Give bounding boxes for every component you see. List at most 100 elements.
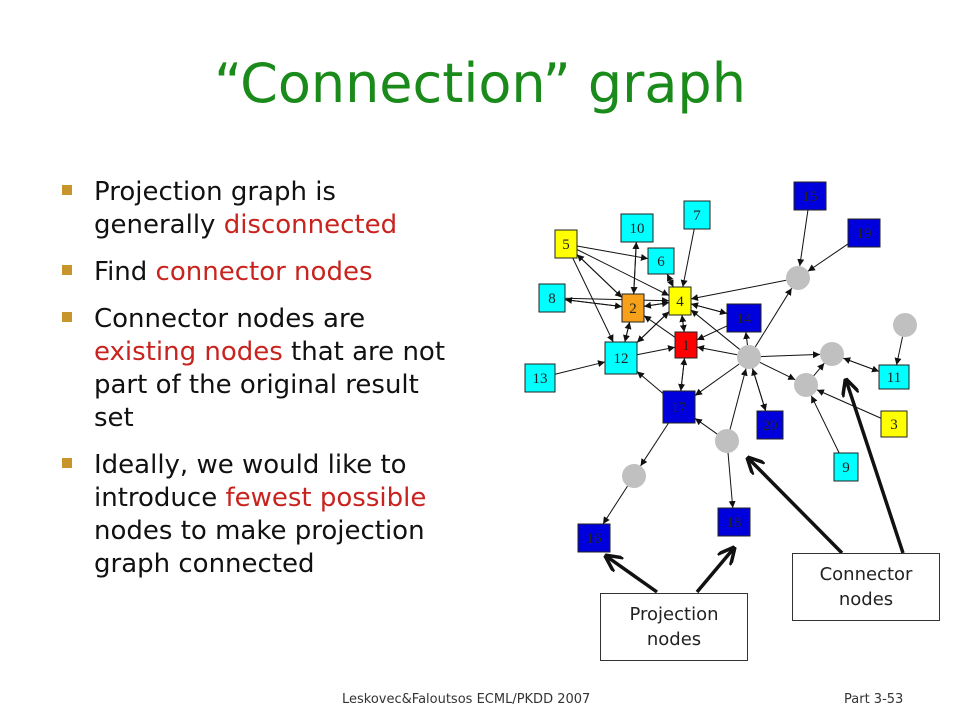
node-box [833,452,859,482]
node-label: 5 [562,237,570,253]
pointer-arrow [606,556,659,594]
projection-node-4: 4 [668,286,692,316]
graph-edge [813,362,825,377]
node-box [620,213,654,243]
projection-node-7: 7 [683,200,711,230]
node-label: 3 [890,417,898,433]
bullet-square-icon [62,312,72,322]
projection-node-2: 2 [621,293,645,323]
bullet-text: Ideally, we would like to introduce [94,450,407,513]
bullet-square-icon [62,265,72,275]
graph-edge [797,209,809,267]
node-label: 4 [676,294,684,310]
projection-node-16: 16 [577,523,611,553]
node-box [880,410,908,438]
node-box [717,507,751,537]
node-label: 11 [887,370,901,386]
connector-node [794,373,818,397]
graph-edge [640,422,669,467]
node-box [668,286,692,316]
bullet-text: Connector nodes are [94,304,366,334]
graph-edge [894,336,904,366]
graph-edge [751,368,767,412]
node-box [621,293,645,323]
footer-right: Part 3-53 [844,692,904,707]
graph-edge [679,314,687,333]
node-label: 20 [763,418,778,434]
node-box [793,181,827,211]
projection-node-17: 17 [662,390,696,424]
bullet-text: Projection graph is generally [94,177,336,240]
graph-edge [694,363,740,396]
graph-edge [572,257,614,343]
graph-edge [576,254,623,298]
node-label: 13 [533,371,548,387]
node-box [524,363,556,393]
connector-node [737,345,761,369]
graph-edge [690,309,740,350]
node-label: 16 [587,531,603,547]
projection-node-11: 11 [878,364,910,390]
bullet-text: Find [94,257,156,287]
bullet-item: Ideally, we would like to introduce fewe… [60,449,460,581]
projection-node-14: 14 [726,303,762,333]
graph-edge [624,321,632,343]
graph-edge [564,297,670,305]
pointer-arrow [846,380,905,554]
projection-node-5: 5 [554,229,578,259]
projection-node-3: 3 [880,410,908,438]
node-label: 15 [803,189,818,205]
node-label: 14 [737,311,753,327]
bullet-list: Projection graph is generally disconnect… [60,176,460,595]
node-label: 8 [548,291,556,307]
footer-left: Leskovec&Faloutsos ECML/PKDD 2007 [342,692,591,707]
bullet-square-icon [62,458,72,468]
node-box [604,341,638,375]
node-label: 7 [693,208,701,224]
bullet-item: Connector nodes are existing nodes that … [60,303,460,435]
projection-node-8: 8 [538,283,566,313]
graph-edge [816,389,882,419]
graph-edge [680,228,695,288]
node-box [674,331,698,359]
bullet-highlight: disconnected [223,210,398,240]
node-box [538,283,566,313]
projection-node-19: 19 [847,218,881,248]
node-label: 10 [630,221,645,237]
graph-edge [554,360,606,375]
connector-node [786,266,810,290]
callout-text: Connector nodes [819,564,913,610]
graph-edge [576,245,649,261]
bullet-square-icon [62,185,72,195]
graph-edge [727,452,736,509]
node-label: 17 [672,400,688,416]
projection-node-12: 12 [604,341,638,375]
slide-title: “Connection” graph [214,52,746,115]
node-label: 6 [657,254,665,270]
bullet-text-after: that are not part of the original result… [94,337,446,433]
node-label: 1 [682,338,690,354]
node-label: 12 [614,351,629,367]
node-label: 9 [842,460,850,476]
graph-edge [690,279,787,301]
callout-pointers [606,380,905,594]
graph-edge [636,311,670,343]
graph-edge [643,301,670,309]
graph-edge [632,241,640,295]
graph-edge [743,331,751,346]
connector-node [893,313,917,337]
pointer-arrow [748,458,844,555]
graph-edge [807,243,849,272]
node-label: 2 [629,301,637,317]
bullet-highlight: fewest possible [225,483,427,513]
projection-node-1: 1 [674,331,698,359]
connector-node [715,429,739,453]
bullet-item: Find connector nodes [60,256,460,289]
bullet-highlight: existing nodes [94,337,283,367]
connector-nodes-callout: Connector nodes [792,553,940,621]
graph-edge [760,351,821,359]
graph-edge [643,315,676,338]
bullet-text-after: nodes to make projection graph connected [94,516,425,579]
graph-edge [678,357,686,392]
